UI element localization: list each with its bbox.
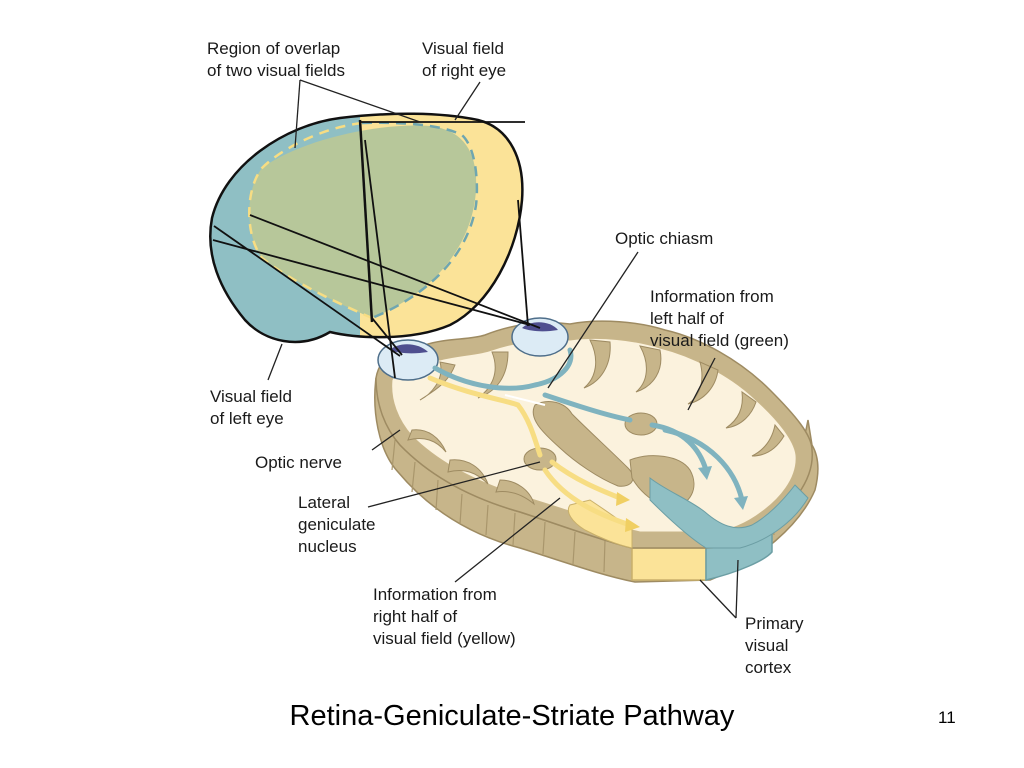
right-eye — [511, 317, 569, 357]
label-line: of two visual fields — [207, 61, 345, 80]
green-arrowheads — [698, 466, 748, 510]
label-lgn: Lateral geniculate nucleus — [298, 492, 376, 558]
visual-fields — [209, 112, 524, 344]
label-right-eye-field: Visual field of right eye — [422, 38, 506, 82]
label-line: of left eye — [210, 409, 284, 428]
overlap-dash-green — [361, 121, 479, 320]
label-line: left half of — [650, 309, 724, 328]
slide-title: Retina-Geniculate-Striate Pathway — [289, 700, 735, 732]
label-primary-visual-cortex: Primary visual cortex — [745, 613, 804, 679]
optic-chiasm — [504, 394, 546, 406]
slide-number: 11 — [938, 708, 956, 727]
label-line: Visual field — [422, 39, 504, 58]
visual-fields-outline — [209, 112, 524, 344]
thalamus — [532, 401, 634, 487]
label-line: Information from — [650, 287, 774, 306]
vertical-meridian — [358, 119, 374, 323]
label-optic-chiasm: Optic chiasm — [615, 228, 713, 250]
brain-section — [374, 317, 819, 583]
yellow-pathway — [427, 375, 633, 528]
label-line: cortex — [745, 658, 792, 677]
label-line: Optic chiasm — [615, 229, 714, 248]
green-pathway — [432, 347, 745, 503]
label-overlap-region: Region of overlap of two visual fields — [207, 38, 345, 82]
label-line: visual field (yellow) — [373, 629, 516, 648]
label-right-info: Information from right half of visual fi… — [373, 584, 516, 650]
occipital-cortex-green — [649, 476, 809, 549]
leader-lines — [267, 79, 739, 619]
overlap-region — [249, 125, 477, 318]
label-line: nucleus — [298, 537, 357, 556]
label-line: visual field (green) — [650, 331, 789, 350]
label-line: Primary — [745, 614, 804, 633]
occipital-cortex-yellow — [567, 499, 633, 549]
label-optic-nerve: Optic nerve — [255, 452, 342, 474]
label-line: Visual field — [210, 387, 292, 406]
label-left-eye-field: Visual field of left eye — [210, 386, 292, 430]
label-line: Optic nerve — [255, 453, 342, 472]
label-line: of right eye — [422, 61, 507, 80]
label-line: geniculate — [298, 515, 376, 534]
projection-lines — [212, 121, 541, 379]
label-line: Region of overlap — [207, 39, 341, 58]
label-line: Lateral — [298, 493, 350, 512]
label-line: Information from — [373, 585, 497, 604]
primary-cortex-yellow-block — [631, 547, 707, 581]
label-line: right half of — [373, 607, 458, 626]
label-line: visual — [745, 636, 789, 655]
label-left-info: Information from left half of visual fie… — [650, 286, 789, 352]
yellow-arrowheads — [616, 492, 640, 532]
